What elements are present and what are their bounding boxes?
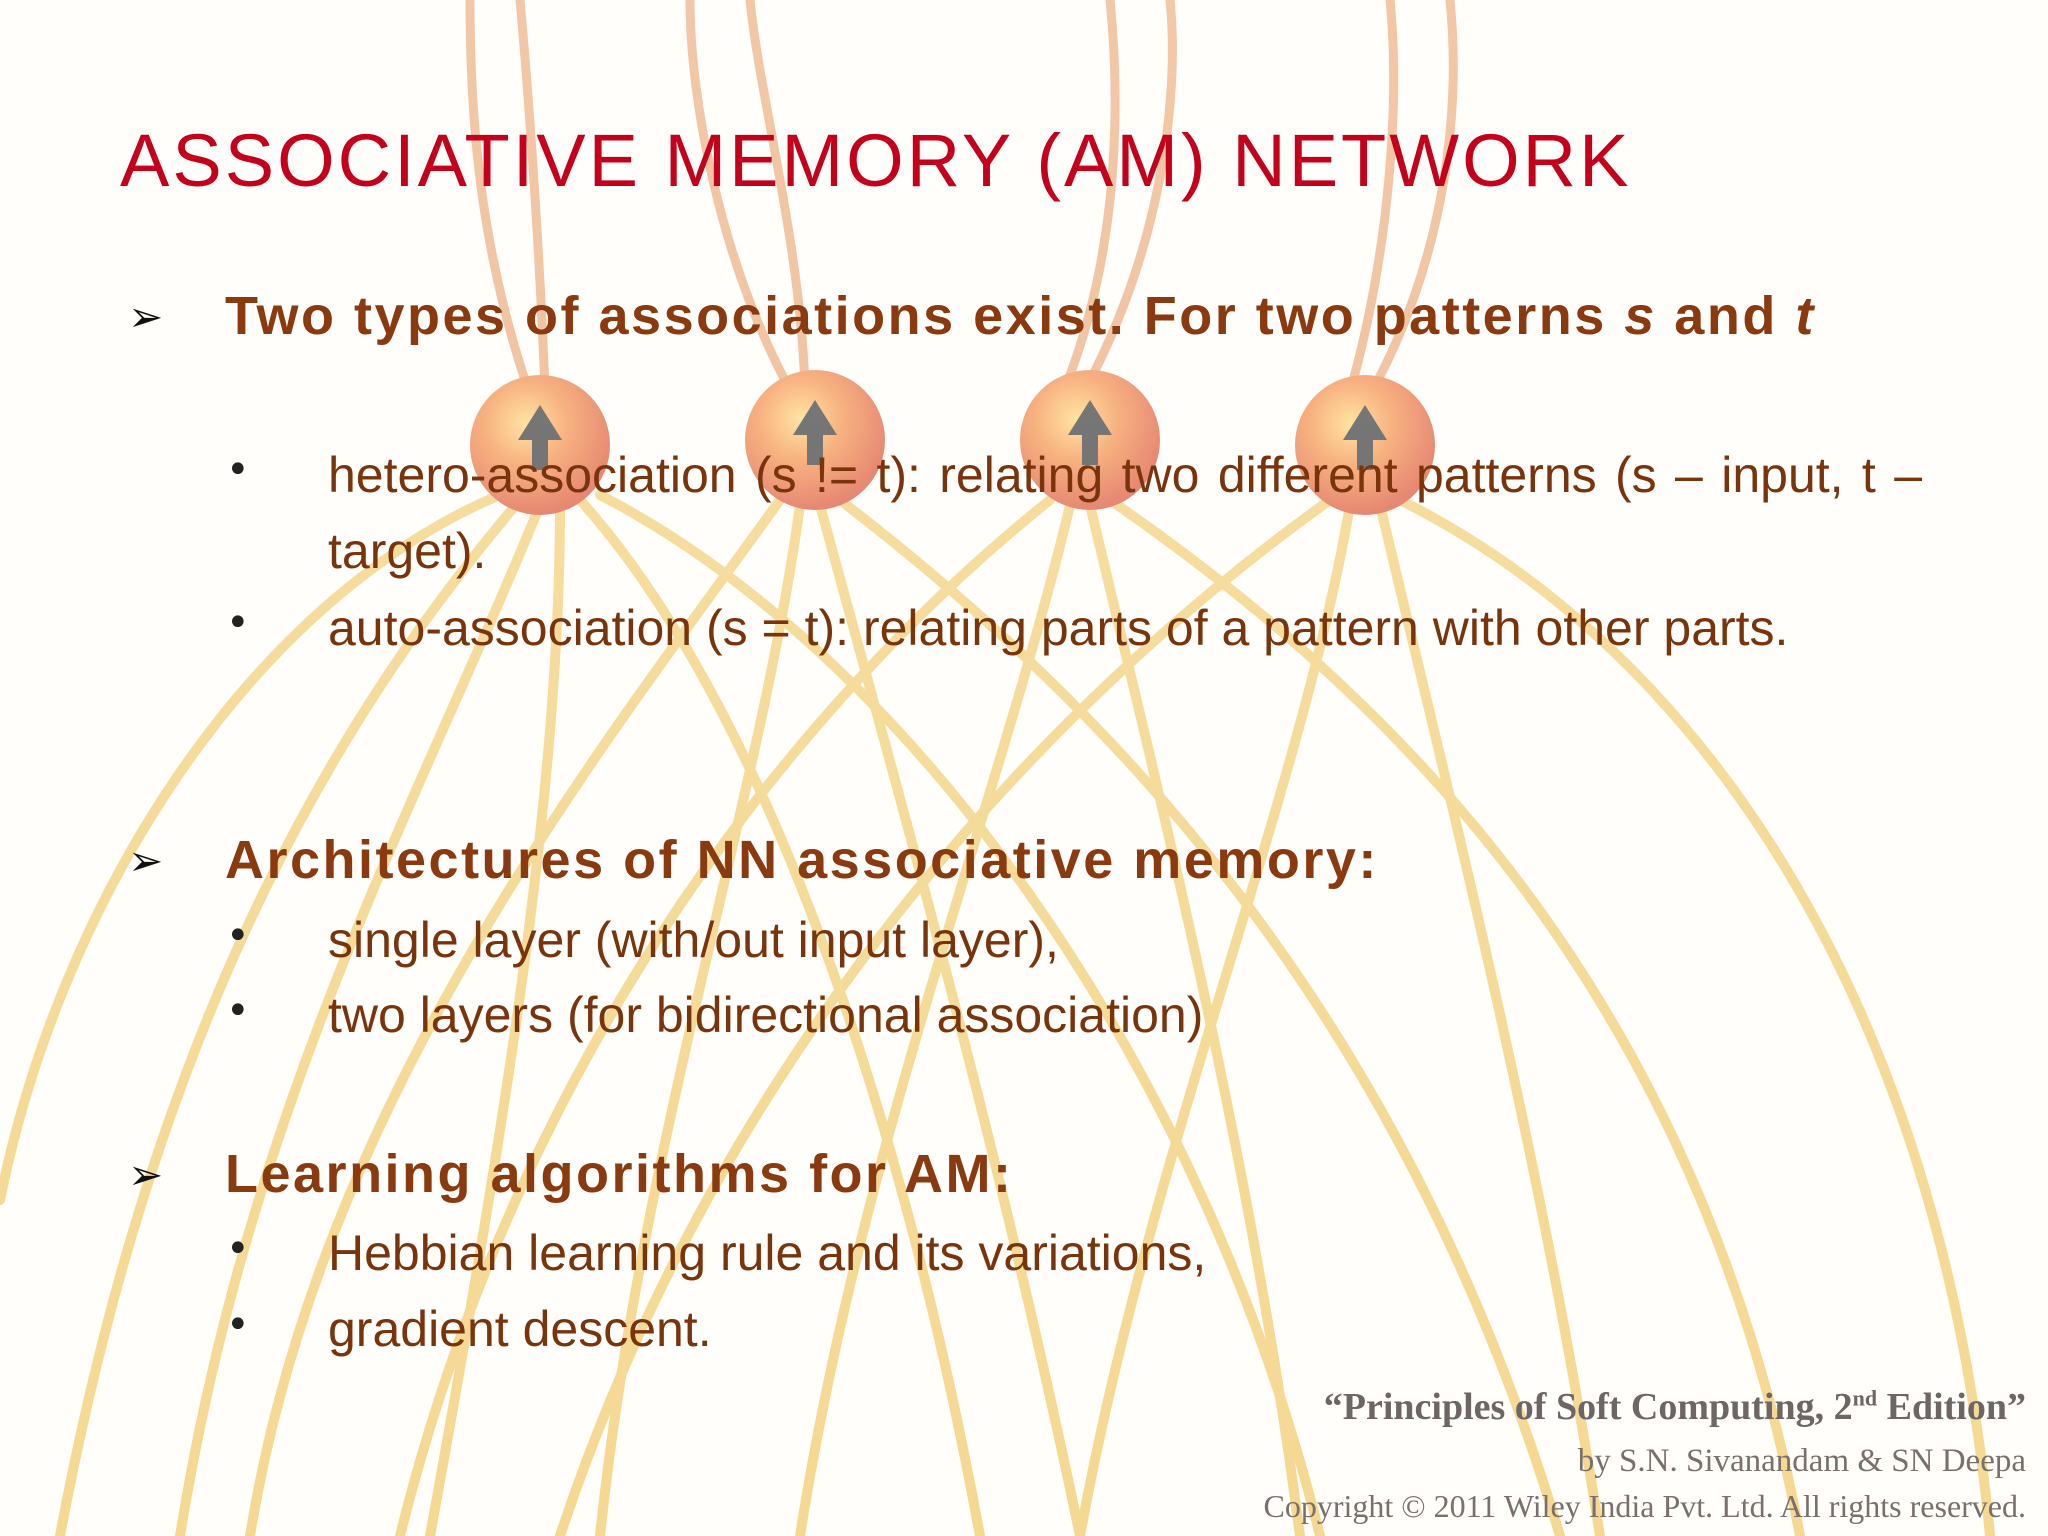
bullet-dot-icon: • (226, 913, 250, 959)
copyright-notice: Copyright © 2011 Wiley India Pvt. Ltd. A… (1263, 1488, 2027, 1524)
arrow-bullet-icon: ➢ (128, 836, 164, 885)
pattern-s: s (1624, 286, 1657, 346)
list-item-hebbian: Hebbian learning rule and its variations… (328, 1225, 1207, 1281)
book-title-credit: “Principles of Soft Computing, 2nd Editi… (1323, 1385, 2026, 1428)
arrow-bullet-icon: ➢ (128, 292, 164, 341)
pattern-t: t (1795, 286, 1816, 346)
bullet-dot-icon: • (226, 1226, 250, 1272)
list-item-auto-association: auto-association (s = t): relating parts… (328, 600, 1789, 656)
list-item-hetero-association: hetero-association (s != t): relating tw… (328, 447, 1922, 579)
section-heading-learning-algorithms: Learning algorithms for AM: (225, 1144, 1014, 1204)
bullet-dot-icon: • (226, 447, 250, 493)
section-heading-architectures: Architectures of NN associative memory: (225, 830, 1379, 890)
bullet-dot-icon: • (226, 1302, 250, 1348)
bullet-dot-icon: • (226, 600, 250, 646)
slide-title: ASSOCIATIVE MEMORY (AM) NETWORK (120, 119, 1632, 202)
arrow-bullet-icon: ➢ (128, 1150, 164, 1199)
list-item-two-layers: two layers (for bidirectional associatio… (328, 987, 1204, 1043)
list-item-gradient-descent: gradient descent. (328, 1301, 712, 1357)
list-item-single-layer: single layer (with/out input layer), (328, 912, 1059, 968)
authors-credit: by S.N. Sivanandam & SN Deepa (1577, 1443, 2026, 1479)
bullet-dot-icon: • (226, 988, 250, 1034)
section-heading-association-types: Two types of associations exist. For two… (225, 286, 1816, 346)
